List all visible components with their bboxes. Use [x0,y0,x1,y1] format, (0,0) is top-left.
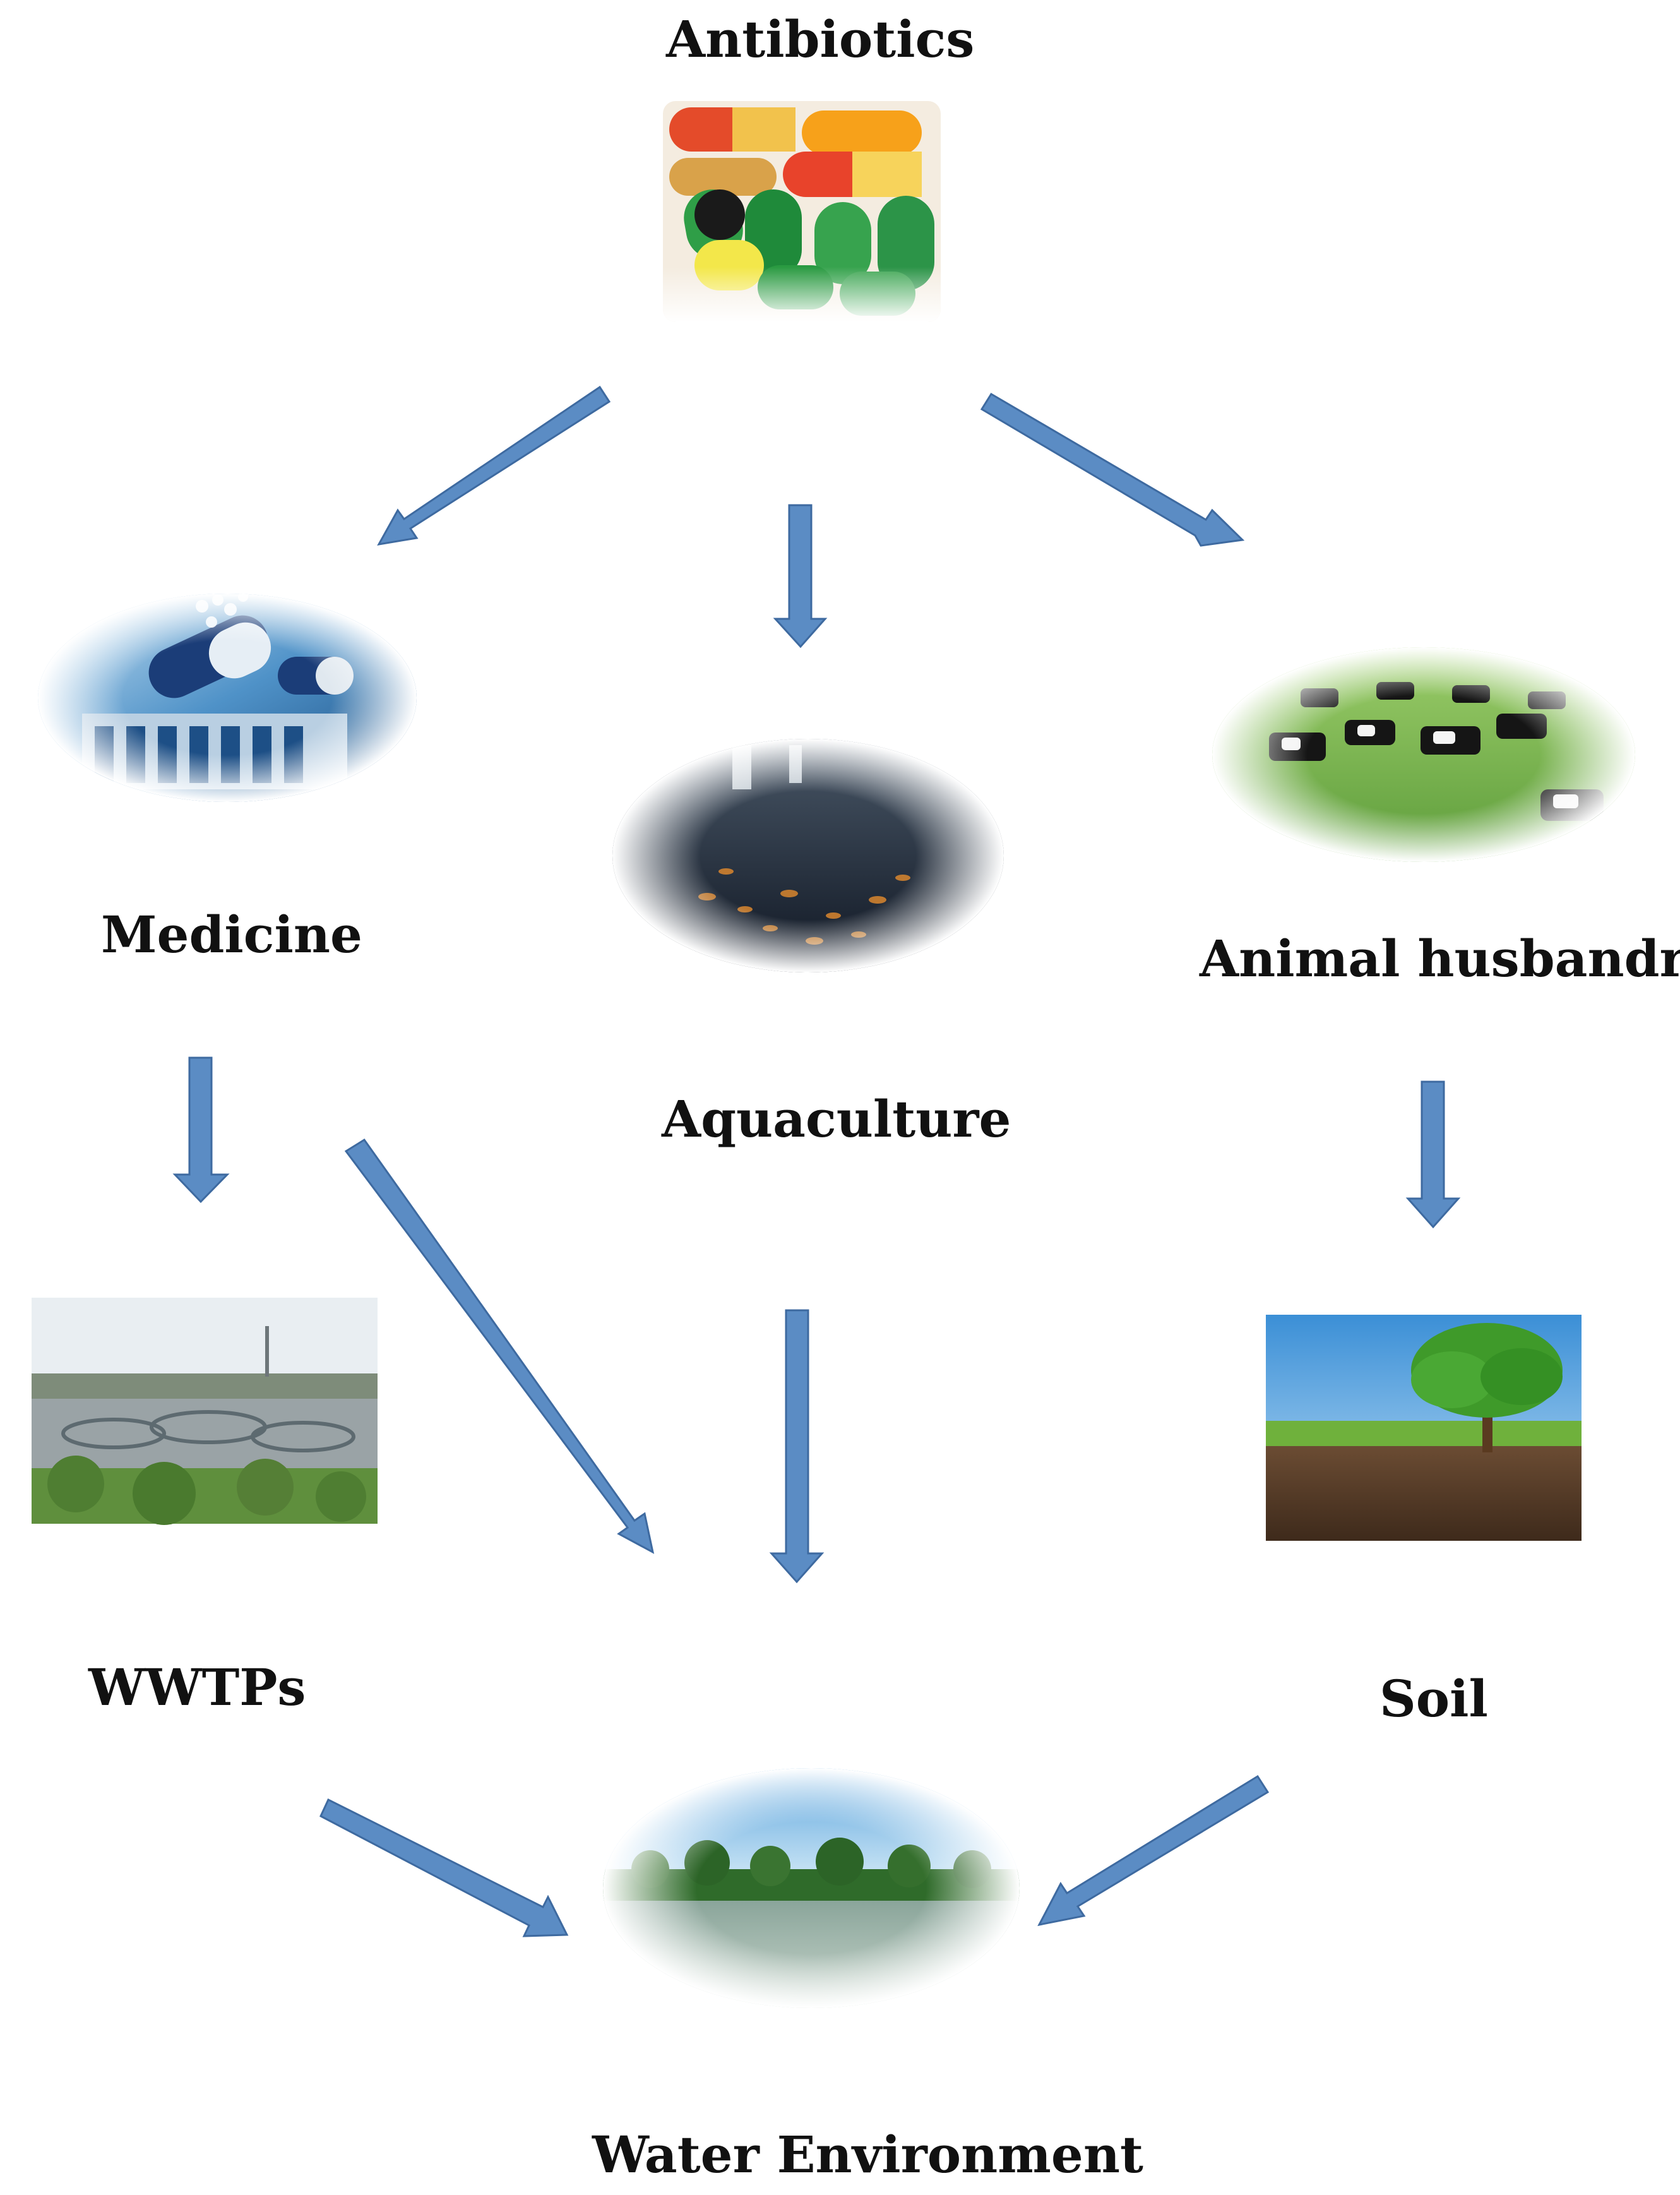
arrow-aquaculture-to-water [769,1309,825,1584]
arrow-soil-to-water [1037,1774,1270,1927]
arrow-medicine-to-wwtps [172,1056,230,1204]
antibiotics-label: Antibiotics [666,9,975,69]
soil-label: Soil [1379,1669,1488,1728]
antibiotics-photo [663,101,941,322]
medicine-label: Medicine [101,905,362,964]
arrow-antibiotics-to-medicine [377,385,611,546]
wwtps-photo [32,1298,378,1525]
arrows [172,385,1461,1937]
animal-husbandry-label: Animal husbandry [1200,929,1680,988]
water-environment-label: Water Environment [592,2125,1143,2184]
soil-photo [1266,1315,1582,1541]
medicine-photo [38,594,417,802]
water-environment-photo [603,1768,1020,2008]
arrow-antibiotics-to-aquaculture [773,504,828,649]
arrow-animal-to-soil [1405,1080,1461,1229]
animal-husbandry-photo [1212,647,1635,862]
aquaculture-photo [612,739,1004,972]
arrow-wwtps-to-water [319,1798,569,1937]
wwtps-label: WWTPs [88,1658,306,1717]
arrow-medicine-to-water [344,1138,655,1554]
arrow-antibiotics-to-animal [980,392,1245,547]
aquaculture-label: Aquaculture [662,1089,1011,1149]
